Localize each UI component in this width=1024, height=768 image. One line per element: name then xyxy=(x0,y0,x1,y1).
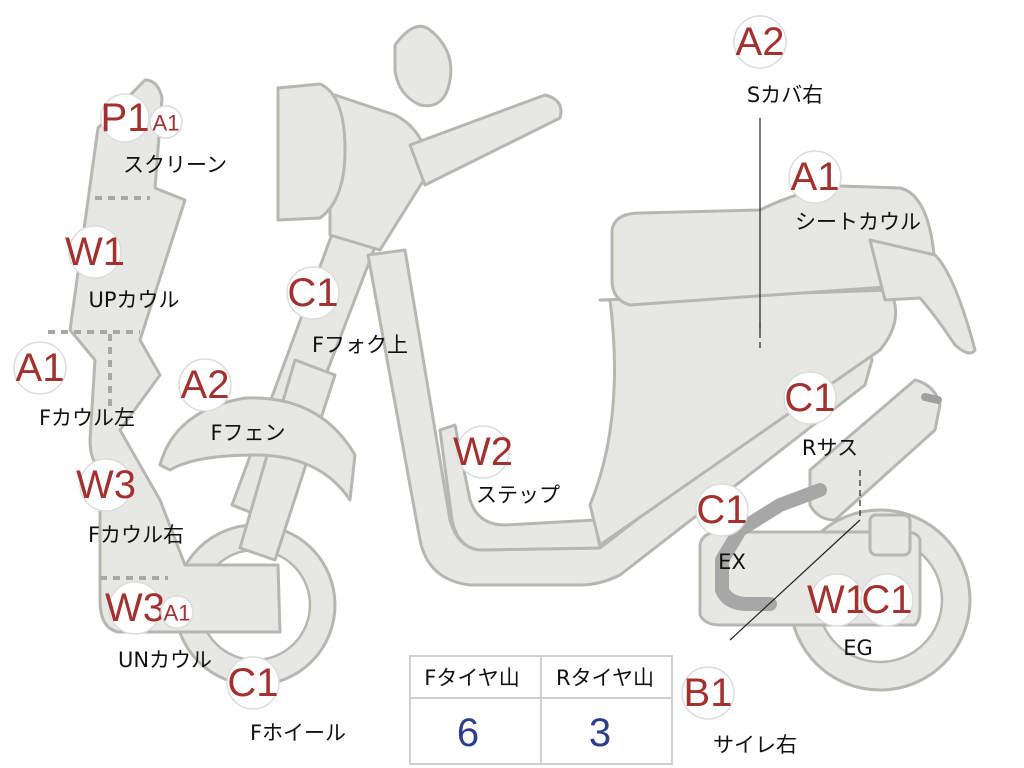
badge-code: W2 xyxy=(453,430,513,474)
label-seat-cowl: シートカウル xyxy=(795,210,921,234)
badge-f-fender: A2 xyxy=(178,358,232,412)
handlebar xyxy=(408,93,563,187)
label-f-cowl-right: Fカウル右 xyxy=(88,523,184,547)
badge-exhaust: C1 xyxy=(695,483,749,537)
badge-engine: W1 C1 xyxy=(807,573,914,627)
label-exhaust: EX xyxy=(718,550,746,574)
mirror xyxy=(393,24,453,108)
rear-tire-tread-value: 3 xyxy=(589,711,611,755)
badge-code: W1 xyxy=(807,578,867,622)
badge-code: W1 xyxy=(65,230,125,274)
label-r-sus: Rサス xyxy=(802,436,858,460)
badge-code: A2 xyxy=(736,20,785,64)
badge-silencer-right: B1 xyxy=(681,666,735,720)
badge-code-secondary: C1 xyxy=(861,578,912,622)
label-f-fork-upper: Fフォク上 xyxy=(312,333,408,357)
table-header-rear-tire: Rタイヤ山 xyxy=(556,666,654,690)
leader-silencer xyxy=(729,519,861,641)
badge-code: W3 xyxy=(76,463,136,507)
label-f-fender: Fフェン xyxy=(210,421,285,445)
rear-shock-rod xyxy=(921,393,942,404)
badge-f-cowl-right: W3 xyxy=(76,458,136,512)
seat xyxy=(610,184,937,307)
damage-badges: P1 A1 W1 A1 W3 W3 A1 C1 xyxy=(13,15,914,720)
badge-f-cowl-left: A1 xyxy=(13,341,67,395)
label-screen: スクリーン xyxy=(123,153,227,177)
badge-un-cowl: W3 A1 xyxy=(105,581,194,635)
leader-lines xyxy=(729,118,861,641)
badge-code: P1 xyxy=(101,96,150,140)
label-engine: EG xyxy=(843,636,873,660)
badge-code: A1 xyxy=(16,346,65,390)
badge-code: C1 xyxy=(287,271,338,315)
badge-seat-cowl: A1 xyxy=(788,150,842,204)
front-tire-tread-value: 6 xyxy=(457,711,479,755)
badge-code: C1 xyxy=(227,661,278,705)
label-un-cowl: UNカウル xyxy=(118,648,212,672)
label-s-cover-right: Sカバ右 xyxy=(747,83,823,107)
label-f-cowl-left: Fカウル左 xyxy=(39,406,135,430)
badge-sub-code: A1 xyxy=(153,111,180,136)
part-labels: スクリーン UPカウル Fカウル左 Fカウル右 UNカウル Fホイール Fフェン… xyxy=(39,83,921,757)
badge-up-cowl: W1 xyxy=(65,225,125,279)
label-silencer-right: サイレ右 xyxy=(713,733,797,757)
badge-screen: P1 A1 xyxy=(100,93,183,143)
badge-code: C1 xyxy=(696,488,747,532)
badge-sub-code: A1 xyxy=(164,601,191,626)
badge-code: W3 xyxy=(105,586,165,630)
exhaust-pipe xyxy=(715,483,827,611)
headlight xyxy=(276,82,347,222)
badge-r-sus: C1 xyxy=(783,371,837,425)
badge-code: A1 xyxy=(791,155,840,199)
badge-code: B1 xyxy=(684,671,733,715)
label-f-wheel: Fホイール xyxy=(250,721,346,745)
table-header-front-tire: Fタイヤ山 xyxy=(424,666,519,690)
badge-code: A2 xyxy=(181,363,230,407)
badge-code: C1 xyxy=(784,376,835,420)
badge-f-fork-upper: C1 xyxy=(286,266,340,320)
rear-shock xyxy=(808,378,942,522)
seat-cowl xyxy=(868,238,977,355)
engine-mount xyxy=(868,513,912,557)
label-step: ステップ xyxy=(476,483,560,507)
label-up-cowl: UPカウル xyxy=(88,288,179,312)
badge-f-wheel: C1 xyxy=(226,656,280,710)
body-side-cover xyxy=(588,288,898,547)
tire-tread-table: Fタイヤ山 Rタイヤ山 6 3 xyxy=(409,655,673,765)
badge-step: W2 xyxy=(453,425,513,479)
badge-s-cover-right: A2 xyxy=(733,15,787,69)
